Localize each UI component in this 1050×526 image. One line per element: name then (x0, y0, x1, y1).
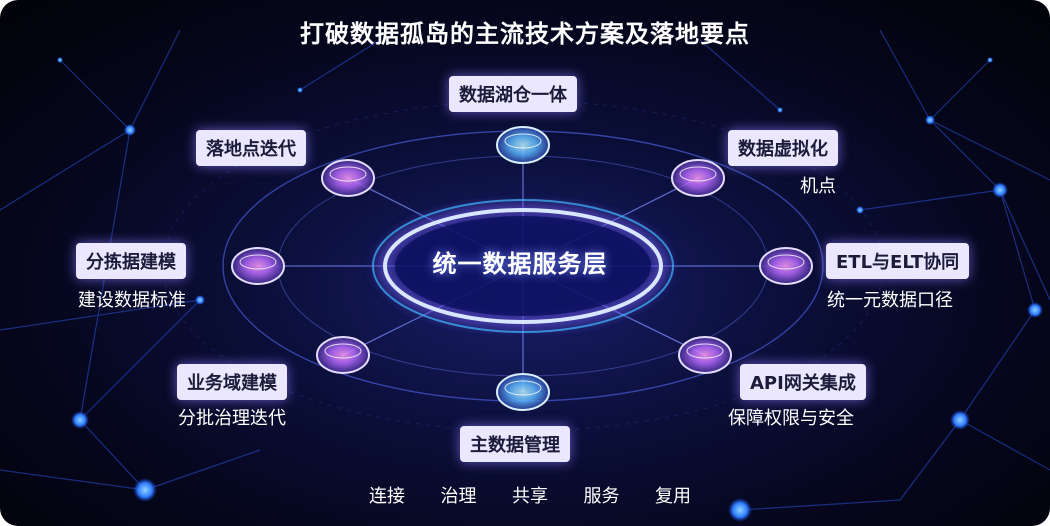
sub-bottom-right: 保障权限与安全 (728, 408, 854, 429)
footer-keywords: 连接 治理 共享 服务 复用 (365, 482, 695, 508)
footer-item: 共享 (512, 486, 548, 507)
network-lines (0, 29, 1050, 511)
sub-top-right: 机点 (800, 176, 836, 197)
label-bottom-right: API网关集成 (740, 364, 866, 400)
label-bottom-left: 业务域建模 (177, 364, 287, 400)
label-top: 数据湖仓一体 (449, 76, 577, 112)
sub-left: 建设数据标准 (78, 290, 186, 311)
node-bottom-right (678, 336, 732, 374)
node-right (759, 247, 813, 285)
glow-dots (57, 57, 1043, 522)
label-bottom: 主数据管理 (460, 426, 570, 462)
label-left: 分拣据建模 (76, 243, 186, 279)
footer-item: 服务 (583, 486, 620, 507)
sub-bottom-left: 分批治理迭代 (178, 408, 286, 429)
label-top-left: 落地点迭代 (196, 130, 306, 166)
diagram-title: 打破数据孤岛的主流技术方案及落地要点 (300, 20, 750, 48)
node-left (231, 247, 285, 285)
center-hub-label: 统一数据服务层 (432, 250, 608, 278)
sub-right: 统一元数据口径 (827, 290, 953, 311)
node-bottom (496, 373, 550, 411)
footer-item: 连接 (369, 486, 405, 507)
central-hub (372, 199, 674, 333)
node-top (496, 126, 550, 164)
label-top-right: 数据虚拟化 (728, 130, 838, 166)
node-bottom-left (316, 336, 370, 374)
label-right: ETL与ELT协同 (826, 243, 970, 279)
orbit-nodes (231, 126, 813, 411)
footer-item: 复用 (655, 486, 691, 507)
node-top-left (321, 159, 375, 197)
footer-item: 治理 (440, 486, 477, 507)
node-top-right (671, 159, 725, 197)
